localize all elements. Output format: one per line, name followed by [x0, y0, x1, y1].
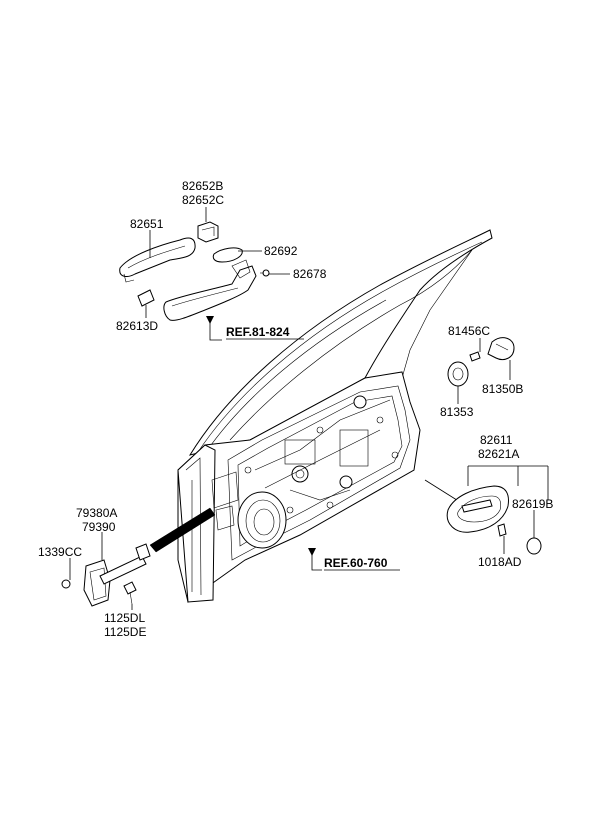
- label-81350B: 81350B: [482, 382, 523, 396]
- label-82652C: 82652C: [182, 193, 224, 207]
- label-82613D: 82613D: [116, 319, 158, 333]
- outside-handle-group: [119, 221, 270, 321]
- label-82611: 82611: [480, 433, 513, 447]
- door-check-leader: [149, 507, 216, 553]
- label-81456C: 81456C: [448, 324, 490, 338]
- label-1125DL: 1125DL: [104, 611, 145, 625]
- label-1018AD: 1018AD: [478, 555, 522, 569]
- label-1339CC: 1339CC: [38, 545, 82, 559]
- part-labels: 82652B 82652C 82651 82692 82678 82613D R…: [38, 179, 553, 639]
- front-door-shell: [177, 229, 493, 603]
- ref-81-824: REF.81-824: [226, 325, 290, 339]
- label-82621A: 82621A: [478, 447, 519, 461]
- label-82651: 82651: [130, 217, 164, 231]
- inside-handle-leader: [424, 479, 461, 503]
- leader-lines: [69, 207, 549, 610]
- label-79380A: 79380A: [76, 506, 117, 520]
- label-79390: 79390: [82, 520, 116, 534]
- ref-60-760: REF.60-760: [324, 556, 388, 570]
- label-82678: 82678: [293, 267, 327, 281]
- label-1125DE: 1125DE: [104, 625, 146, 639]
- inside-handle-group: [446, 485, 542, 555]
- key-lock-group: [447, 337, 515, 387]
- label-81353: 81353: [440, 405, 474, 419]
- label-82619B: 82619B: [512, 497, 553, 511]
- label-82652B: 82652B: [182, 179, 223, 193]
- door-checker-group: [61, 543, 151, 607]
- label-82692: 82692: [264, 244, 298, 258]
